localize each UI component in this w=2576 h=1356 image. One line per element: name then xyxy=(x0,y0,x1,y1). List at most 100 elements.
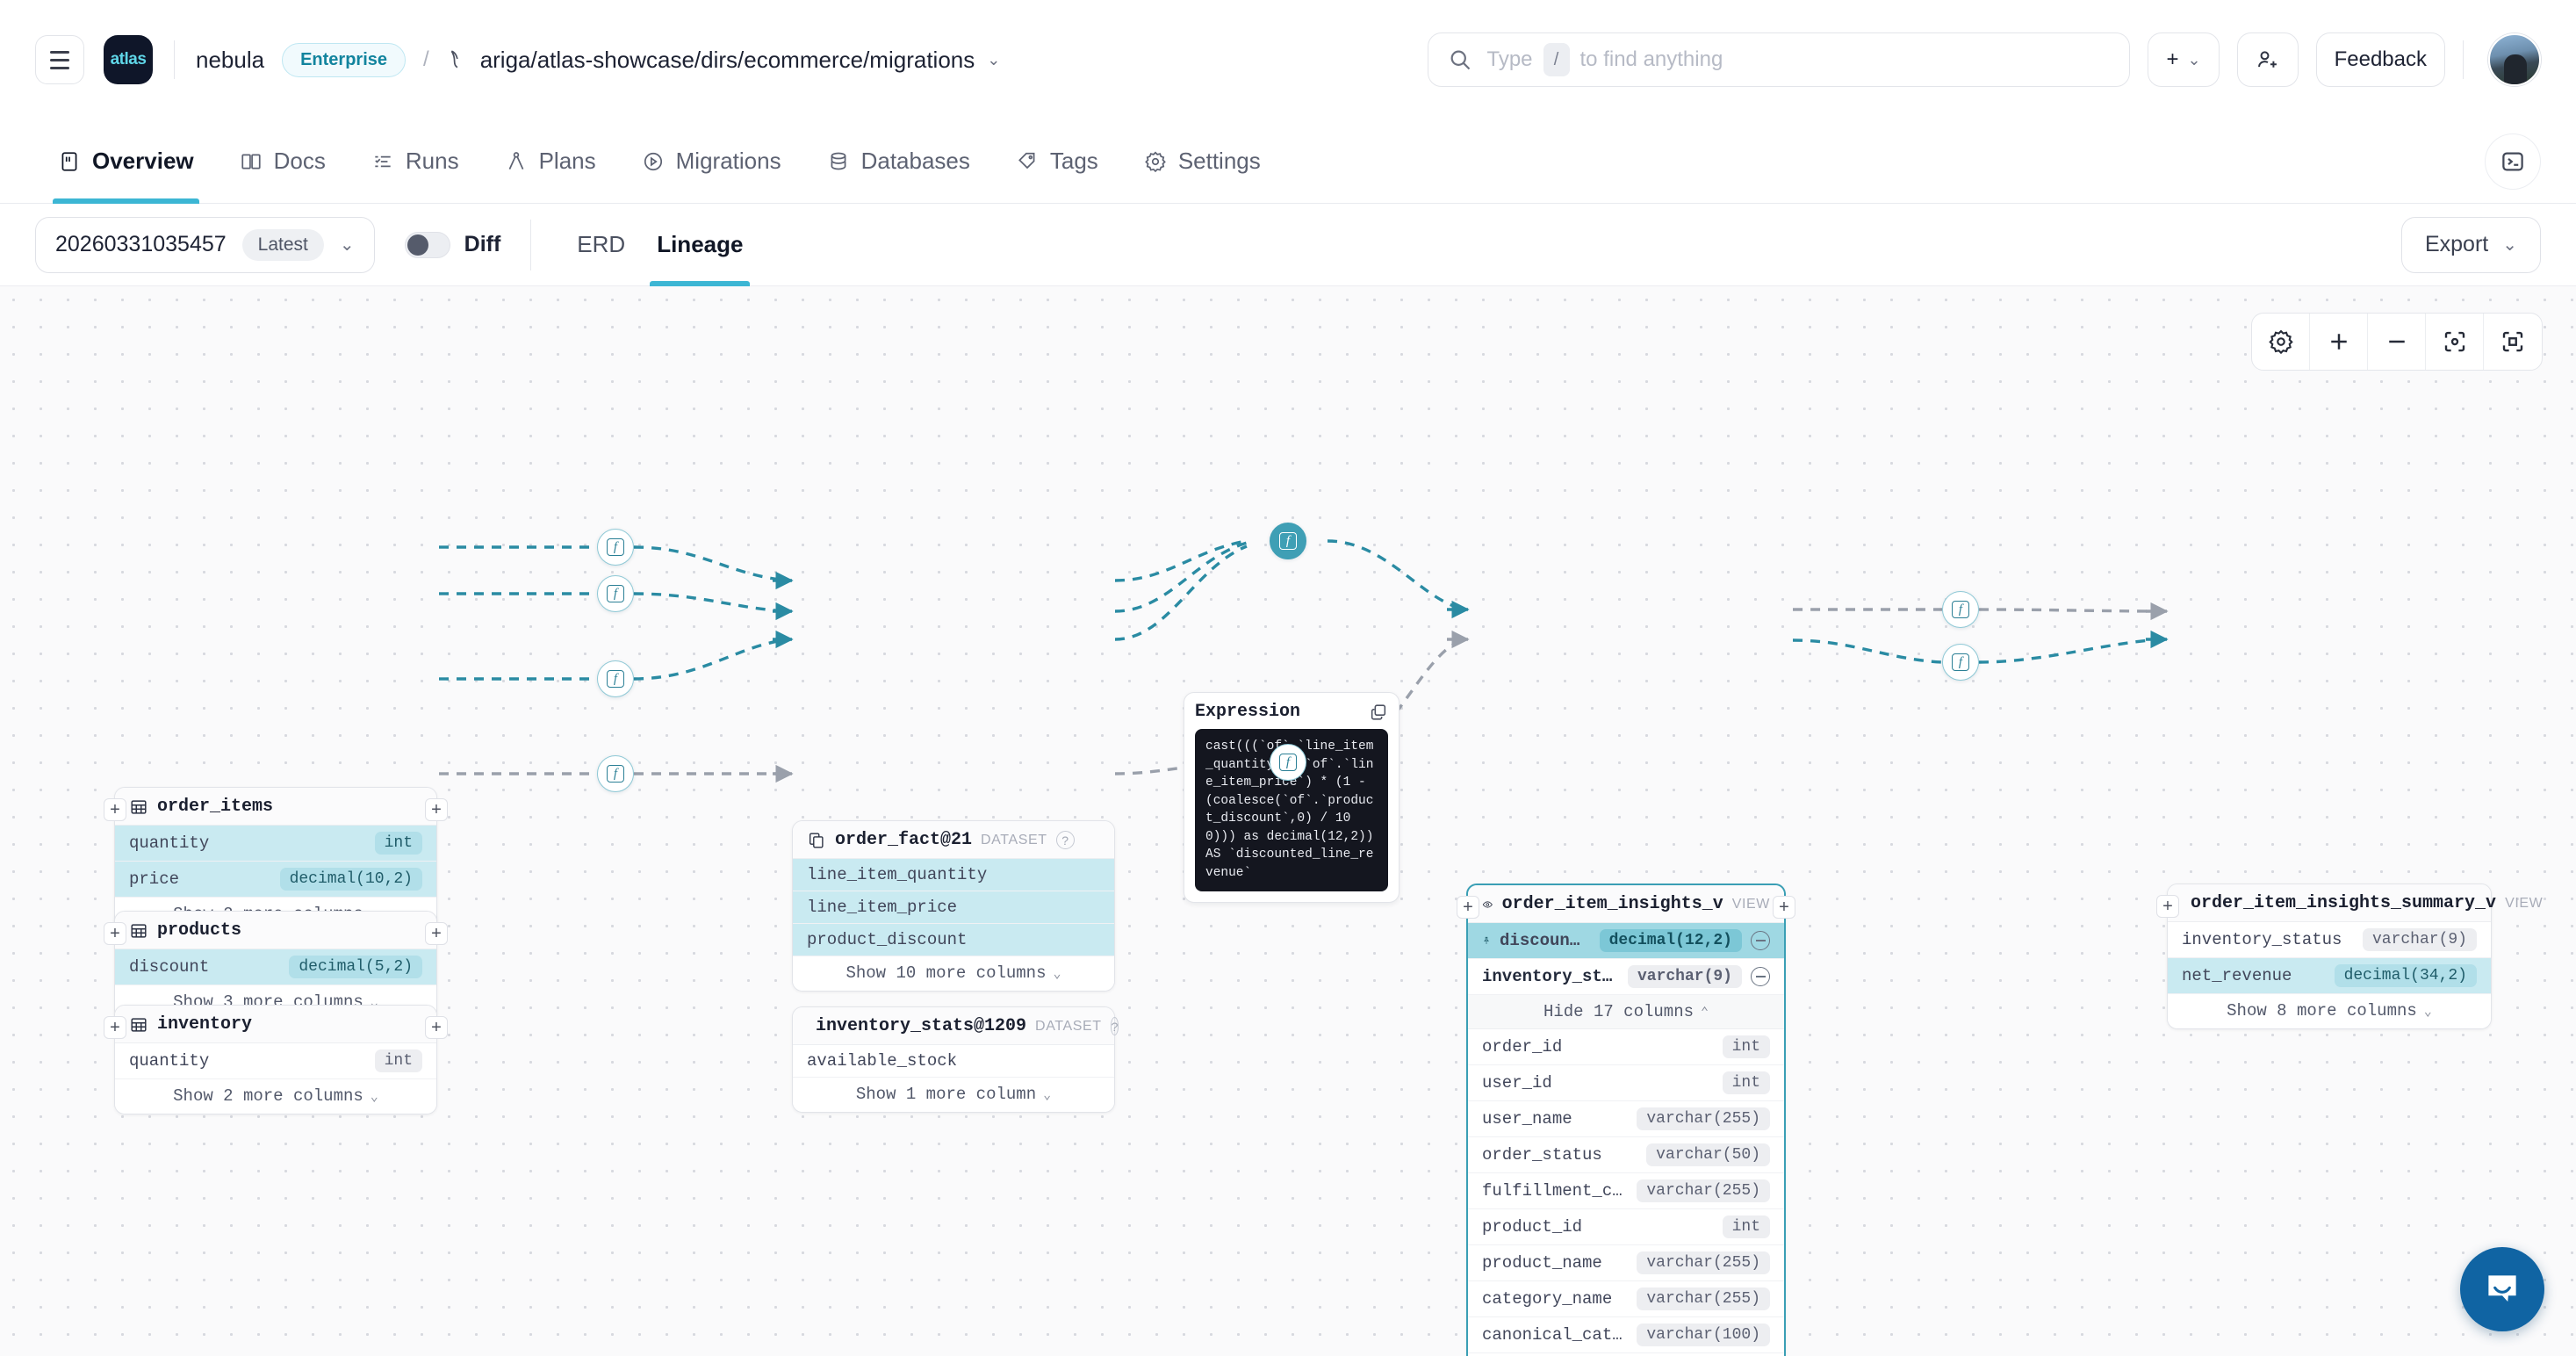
expand-right-button[interactable]: + xyxy=(425,1016,448,1039)
column-row[interactable]: line_item_quantity xyxy=(793,859,1114,891)
column-row[interactable]: canonical_category…varchar(100) xyxy=(1468,1317,1784,1353)
console-toggle-button[interactable] xyxy=(2485,133,2541,190)
feedback-button[interactable]: Feedback xyxy=(2315,32,2445,87)
nav-item-migrations[interactable]: Migrations xyxy=(619,119,804,204)
toggle-switch[interactable] xyxy=(404,231,450,258)
zoom-out-icon xyxy=(2388,340,2405,343)
expand-right-button[interactable]: + xyxy=(1773,896,1795,919)
column-row[interactable]: price decimal(10,2) xyxy=(115,862,436,898)
add-button[interactable]: + ⌄ xyxy=(2148,32,2220,87)
help-icon[interactable]: ? xyxy=(1055,831,1075,849)
column-row[interactable]: inventory_status varchar(9) xyxy=(1468,959,1784,995)
chevron-down-icon[interactable]: ⌄ xyxy=(987,50,1001,69)
function-node[interactable]: f xyxy=(1942,644,1979,681)
node-order-item-insights-summary-v[interactable]: + order_item_insights_summary_v VIEW inv… xyxy=(2156,884,2543,1029)
column-row-pinned[interactable]: discounted_line… decimal(12,2) xyxy=(1468,923,1784,959)
show-more-columns[interactable]: Show 1 more column⌄ xyxy=(793,1078,1114,1112)
function-node[interactable]: f xyxy=(1942,591,1979,628)
nav-item-docs[interactable]: Docs xyxy=(217,119,349,204)
node-title: inventory_stats@1209 xyxy=(816,1016,1027,1036)
column-type: decimal(34,2) xyxy=(2334,964,2477,987)
hide-columns-toggle[interactable]: Hide 17 columns⌃ xyxy=(1468,995,1784,1029)
column-row[interactable]: line_item_price xyxy=(793,891,1114,924)
function-node-selected[interactable]: f xyxy=(1270,523,1306,559)
column-row[interactable]: fulfillment_center…varchar(255) xyxy=(1468,1173,1784,1209)
zoom-out-button[interactable] xyxy=(2368,314,2426,370)
column-row[interactable]: inventory_status varchar(9) xyxy=(2168,922,2491,958)
function-node[interactable]: f xyxy=(597,529,634,566)
nav-item-settings[interactable]: Settings xyxy=(1121,119,1284,204)
show-more-columns[interactable]: Show 8 more columns⌄ xyxy=(2168,994,2491,1028)
chat-bubble-button[interactable] xyxy=(2460,1247,2544,1331)
atlas-logo[interactable]: atlas xyxy=(104,35,153,84)
function-node[interactable]: f xyxy=(1270,744,1306,781)
center-focus-button[interactable] xyxy=(2426,314,2484,370)
org-name[interactable]: nebula xyxy=(196,46,265,73)
expression-popover[interactable]: Expression cast(((`of`.`line_item_quanti… xyxy=(1184,692,1400,903)
tab-erd[interactable]: ERD xyxy=(577,231,626,257)
settings-button[interactable] xyxy=(2252,314,2310,370)
breadcrumb[interactable]: ariga/atlas-showcase/dirs/ecommerce/migr… xyxy=(479,46,975,73)
expand-right-button[interactable]: + xyxy=(425,798,448,821)
help-icon[interactable]: ? xyxy=(1110,1017,1119,1035)
expand-left-button[interactable]: + xyxy=(104,922,126,945)
column-name: order_status xyxy=(1482,1145,1602,1165)
column-row[interactable]: discount decimal(5,2) xyxy=(115,949,436,985)
minus-circle-icon[interactable] xyxy=(1751,931,1770,950)
chevron-down-icon: ⌄ xyxy=(2502,235,2517,255)
expand-left-button[interactable]: + xyxy=(104,1016,126,1039)
function-node[interactable]: f xyxy=(597,575,634,612)
primary-nav: Overview Docs Runs Plans Migrations Data… xyxy=(0,119,2576,204)
invite-user-button[interactable] xyxy=(2236,32,2299,87)
expand-right-button[interactable]: + xyxy=(425,922,448,945)
nav-item-tags[interactable]: Tags xyxy=(993,119,1121,204)
expand-left-button[interactable]: + xyxy=(104,798,126,821)
node-order-item-insights-v[interactable]: + + order_item_insights_v VIEW discounte… xyxy=(1457,884,1795,1356)
version-select[interactable]: 20260331035457 Latest ⌄ xyxy=(35,216,375,273)
column-row[interactable]: available_stock xyxy=(793,1045,1114,1078)
plans-icon xyxy=(508,151,523,170)
column-row[interactable]: quantity int xyxy=(115,1043,436,1079)
show-more-columns[interactable]: Show 10 more columns⌄ xyxy=(793,956,1114,991)
hamburger-icon[interactable] xyxy=(35,35,84,84)
node-title: order_item_insights_summary_v xyxy=(2191,893,2497,913)
export-button[interactable]: Export ⌄ xyxy=(2400,216,2541,273)
column-row[interactable]: net_revenue decimal(34,2) xyxy=(2168,958,2491,994)
column-row[interactable]: quantity int xyxy=(115,826,436,862)
copy-icon[interactable] xyxy=(1369,703,1388,722)
diff-toggle[interactable]: Diff xyxy=(404,231,500,258)
expand-left-button[interactable]: + xyxy=(2156,895,2179,918)
lineage-canvas[interactable]: f f f f f f f f + + order_items quantity… xyxy=(0,286,2576,1356)
nav-item-overview[interactable]: Overview xyxy=(35,119,217,204)
function-node[interactable]: f xyxy=(597,755,634,792)
nav-label: Databases xyxy=(860,148,970,174)
node-inventory[interactable]: + + inventory quantity int Show 2 more c… xyxy=(104,1005,448,1114)
tab-lineage[interactable]: Lineage xyxy=(641,204,759,286)
nav-item-databases[interactable]: Databases xyxy=(804,119,993,204)
avatar[interactable] xyxy=(2488,33,2541,86)
chevron-down-icon: ⌄ xyxy=(1053,967,1061,982)
nav-item-runs[interactable]: Runs xyxy=(349,119,482,204)
nav-item-plans[interactable]: Plans xyxy=(482,119,619,204)
show-more-columns[interactable]: Show 2 more columns⌄ xyxy=(115,1079,436,1114)
minus-circle-icon[interactable] xyxy=(1751,967,1770,986)
column-type: int xyxy=(374,832,422,855)
column-row[interactable]: product_discount xyxy=(793,924,1114,956)
search-input[interactable]: Type / to find anything xyxy=(1428,32,2131,87)
fit-view-button[interactable] xyxy=(2484,314,2542,370)
node-inventory-stats[interactable]: inventory_stats@1209 DATASET ? available… xyxy=(792,1006,1119,1113)
node-order-fact[interactable]: order_fact@21 DATASET ? line_item_quanti… xyxy=(792,820,1115,992)
gear-icon xyxy=(1144,150,1166,172)
zoom-in-button[interactable] xyxy=(2310,314,2368,370)
canvas-controls xyxy=(2251,313,2543,371)
expand-left-button[interactable]: + xyxy=(1457,896,1479,919)
function-node[interactable]: f xyxy=(597,660,634,697)
